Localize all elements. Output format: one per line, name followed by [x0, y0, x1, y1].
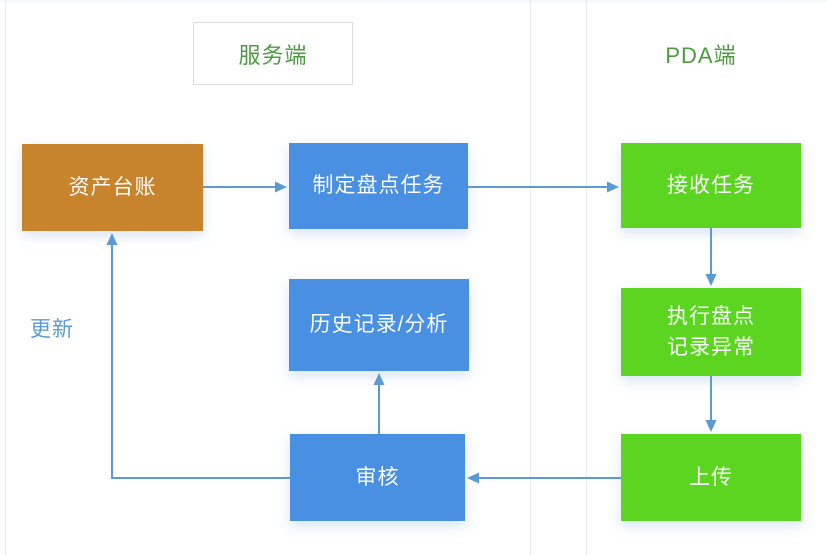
canvas-top-border: [0, 0, 827, 4]
lane-label-server: 服务端: [193, 22, 353, 85]
lane-divider-left: [530, 0, 531, 555]
canvas-left-border: [5, 0, 6, 555]
node-history-analysis: 历史记录/分析: [289, 279, 469, 371]
node-create-inventory-task: 制定盘点任务: [289, 143, 468, 229]
node-receive-task: 接收任务: [621, 143, 801, 228]
lane-divider-right: [586, 0, 587, 555]
edge-label-update: 更新: [30, 318, 74, 341]
node-execute-inventory: 执行盘点 记录异常: [621, 288, 801, 376]
node-review: 审核: [290, 434, 465, 521]
node-upload: 上传: [621, 434, 801, 521]
lane-label-pda: PDA端: [665, 42, 737, 68]
node-asset-ledger: 资产台账: [22, 144, 203, 231]
arrow-review-to-asset-update: [106, 233, 290, 479]
